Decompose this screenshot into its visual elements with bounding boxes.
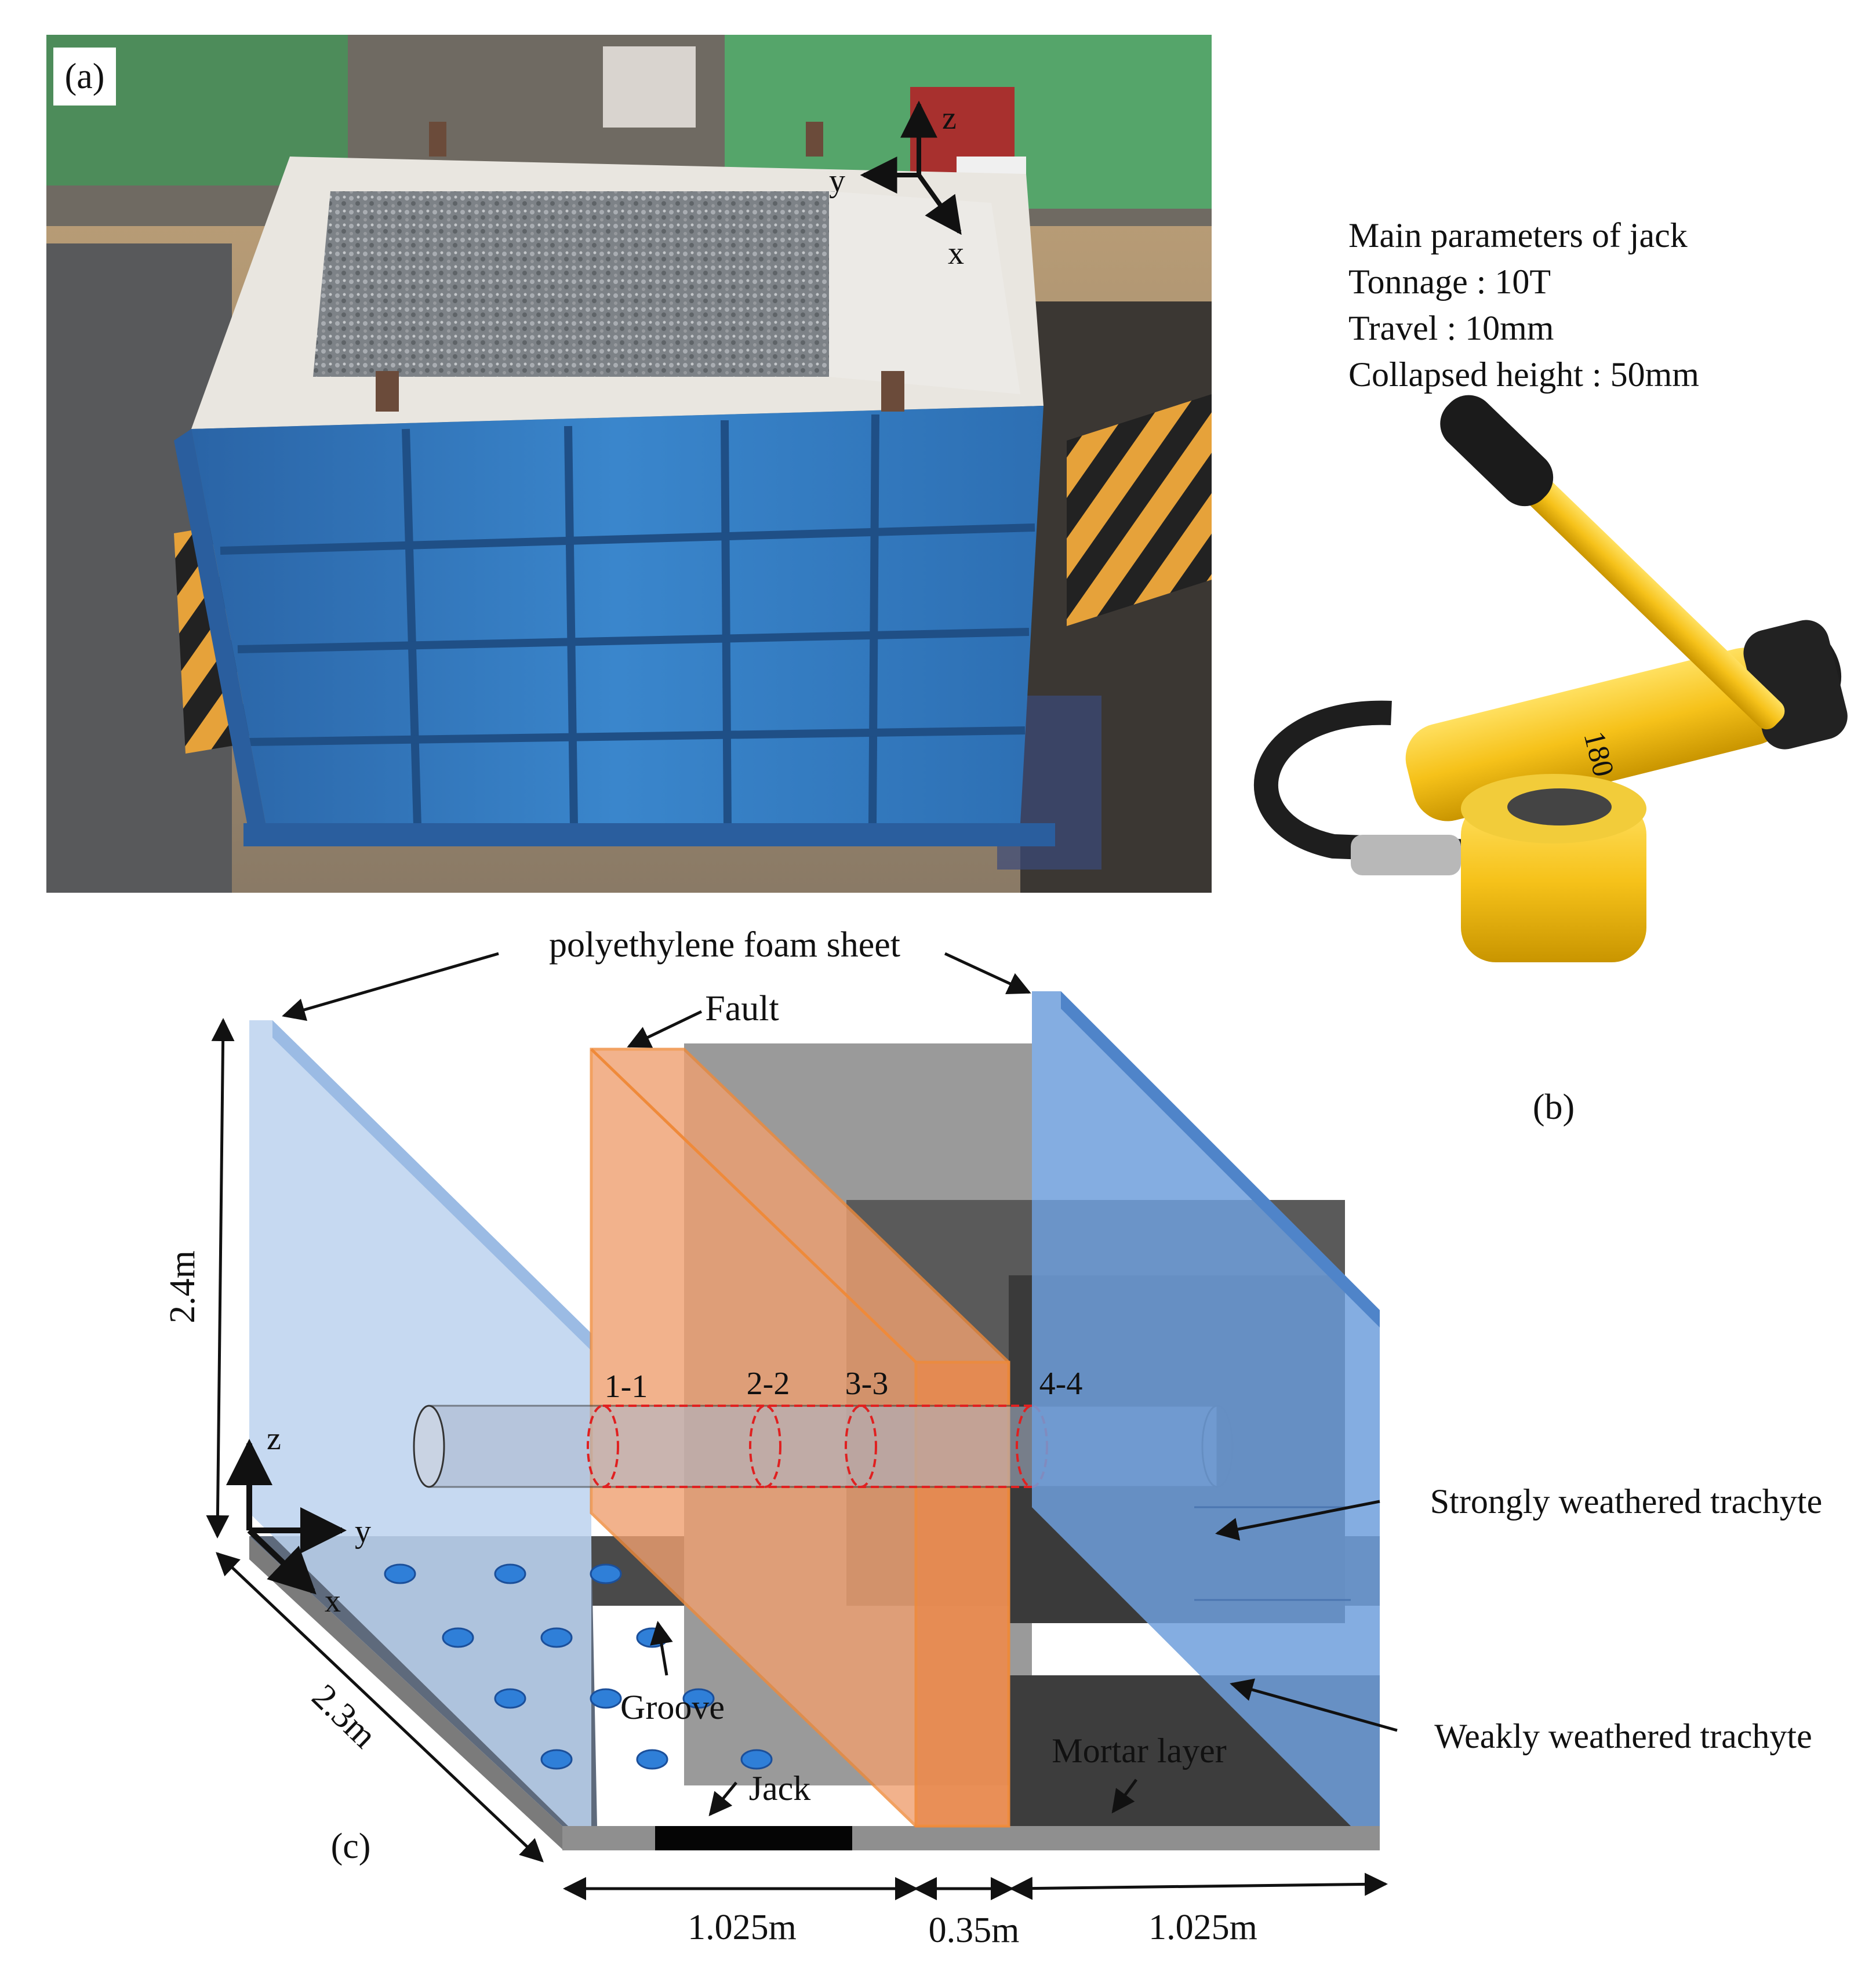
section-label-3: 3-3 <box>845 1366 889 1402</box>
jack-label: Jack <box>749 1769 811 1807</box>
dimension-width-right: 1.025m <box>1148 1908 1257 1947</box>
dimension-height: 2.4m <box>163 1250 202 1323</box>
groove-label: Groove <box>620 1688 725 1726</box>
lifting-lugs <box>376 122 904 412</box>
panel-label-b: (b) <box>1533 1088 1575 1127</box>
gravel-surface <box>313 191 835 377</box>
white-blocks <box>603 46 696 128</box>
dimension-lines <box>206 1018 1388 1900</box>
diagram-axis-x: x <box>325 1583 341 1619</box>
mortar-label: Mortar layer <box>1052 1732 1227 1770</box>
leader-arrows <box>282 952 1398 1817</box>
tank-side-edge <box>174 429 267 835</box>
jack-block <box>655 1826 852 1850</box>
diagram-axis-z: z <box>267 1421 281 1457</box>
tank-ribs <box>220 414 1035 827</box>
section-label-4: 4-4 <box>1039 1366 1083 1402</box>
left-foam-edge <box>272 1020 591 1351</box>
diagram-axis-y: y <box>355 1514 371 1550</box>
jack-image: 180 (b) <box>1253 395 1848 1127</box>
jack-travel: Travel : 10mm <box>1348 309 1554 347</box>
weak-trachyte-label: Weakly weathered trachyte <box>1434 1717 1812 1755</box>
photo-axes: z y x <box>829 100 964 271</box>
dimension-depth: 2.3m <box>304 1676 384 1755</box>
section-label-2: 2-2 <box>747 1366 790 1402</box>
jack-ram <box>1507 788 1612 825</box>
white-brick-wall <box>829 191 1020 394</box>
photo-axis-y: y <box>829 163 845 199</box>
jack-params-title: Main parameters of jack <box>1348 216 1688 254</box>
jack-cylinder <box>1461 800 1646 962</box>
pump-handle <box>1440 395 1785 730</box>
fault-edge-line <box>590 1048 917 1363</box>
dimension-width-mid: 0.35m <box>929 1911 1020 1950</box>
model-diagram: z y x polyethylene foam sheet Fault Stro… <box>163 925 1822 1950</box>
right-foam-edge <box>1061 991 1380 1327</box>
photo-panel: z y x <box>46 35 1212 893</box>
section-ring-2 <box>749 1405 781 1488</box>
blue-tank-wall <box>191 406 1044 829</box>
section-label-1: 1-1 <box>605 1369 648 1405</box>
hose-coupler <box>1351 835 1461 875</box>
tank-base <box>243 823 1055 846</box>
jack-hose <box>1253 700 1485 864</box>
fault-label: Fault <box>705 989 779 1028</box>
foam-sheet-label: polyethylene foam sheet <box>549 925 900 965</box>
panel-label-a: (a) <box>53 48 116 106</box>
photo-axis-x: x <box>948 235 964 271</box>
section-ring-3 <box>845 1405 877 1488</box>
photo-axis-z: z <box>942 100 957 136</box>
jack-collapsed-height: Collapsed height : 50mm <box>1348 355 1699 394</box>
hazard-stripe-right <box>1067 394 1212 626</box>
dimension-width-left: 1.025m <box>688 1908 797 1947</box>
panel-label-c: (c) <box>331 1827 371 1866</box>
jack-tonnage: Tonnage : 10T <box>1348 263 1551 301</box>
jack-parameters: Main parameters of jack Tonnage : 10T Tr… <box>1348 212 1699 398</box>
right-foam-sheet <box>1032 991 1380 1826</box>
strong-trachyte-label: Strongly weathered trachyte <box>1430 1482 1822 1521</box>
section-ring-1 <box>587 1405 619 1488</box>
